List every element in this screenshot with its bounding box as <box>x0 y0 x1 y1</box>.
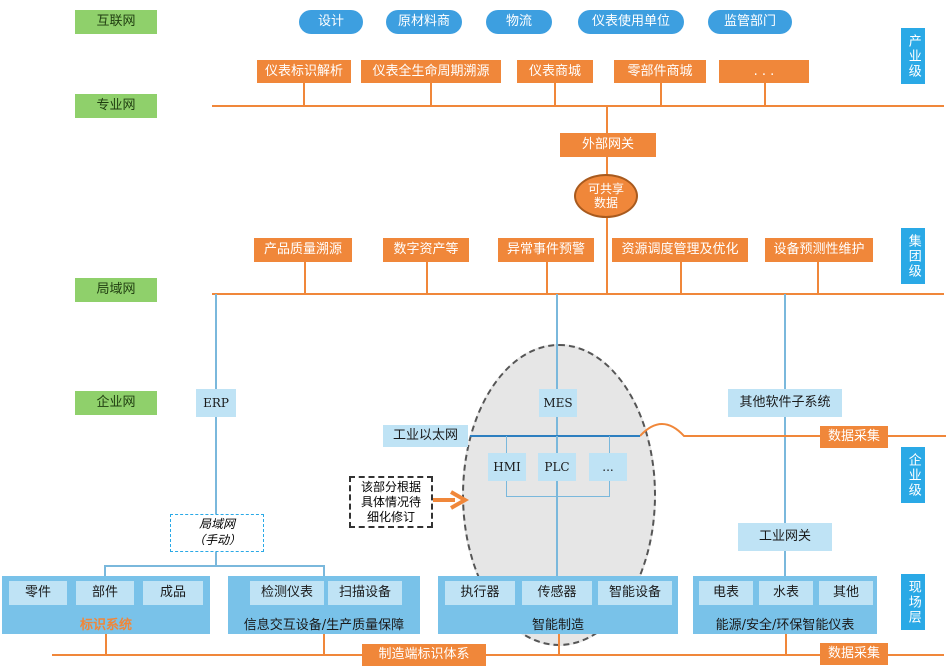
connector <box>556 294 558 390</box>
hmi-device: HMI <box>488 453 526 481</box>
tier-enterprise: 企业级 <box>901 447 925 503</box>
connector <box>215 552 217 566</box>
connector <box>554 82 556 106</box>
app-meter-id-resolution: 仪表标识解析 <box>257 60 351 83</box>
network-label-professional: 专业网 <box>75 94 157 118</box>
connector <box>817 261 819 294</box>
pill-design: 设计 <box>299 10 363 34</box>
panel-info-exchange: 检测仪表 扫描设备 信息交互设备/生产质量保障 <box>228 576 420 634</box>
connector <box>784 417 786 523</box>
pill-logistics: 物流 <box>486 10 552 34</box>
arrow-right-icon <box>433 490 469 510</box>
smart-mfg-label: 智能制造 <box>531 617 584 633</box>
pill-regulators: 监管部门 <box>708 10 792 34</box>
app-parts-mall: 零部件商城 <box>614 60 706 83</box>
connector <box>784 551 786 577</box>
connector <box>556 436 558 454</box>
connector <box>764 82 766 106</box>
network-label-enterprise: 企业网 <box>75 391 157 415</box>
connector <box>556 417 558 435</box>
info-item-test-meters: 检测仪表 <box>250 581 324 605</box>
app-predictive-maintenance: 设备预测性维护 <box>765 238 873 262</box>
energy-item-other: 其他 <box>819 581 873 605</box>
lan-manual-box: 局域网 （手动） <box>170 514 264 552</box>
connector <box>304 261 306 294</box>
energy-item-water: 水表 <box>759 581 813 605</box>
connector <box>506 481 507 497</box>
app-product-quality-trace: 产品质量溯源 <box>254 238 352 262</box>
industrial-gateway: 工业网关 <box>738 523 832 551</box>
connector <box>609 436 610 454</box>
info-exchange-label: 信息交互设备/生产质量保障 <box>243 617 405 633</box>
professional-bus-line <box>212 105 944 107</box>
app-anomaly-warning: 异常事件预警 <box>498 238 594 262</box>
revision-note: 该部分根据 具体情况待 细化修订 <box>349 476 433 528</box>
mes-system: MES <box>539 389 577 417</box>
connector <box>105 634 107 655</box>
connector <box>606 218 608 294</box>
connector <box>558 634 560 655</box>
connector <box>506 496 610 497</box>
data-collection-link <box>640 423 946 437</box>
mfg-item-sensor: 传感器 <box>522 581 592 605</box>
app-more: . . . <box>719 60 809 83</box>
manufacturing-bus-line <box>52 654 944 656</box>
network-label-internet: 互联网 <box>75 10 157 34</box>
tier-industry: 产业级 <box>901 28 925 84</box>
network-label-lan: 局域网 <box>75 278 157 302</box>
connector <box>215 417 217 515</box>
lan-bus-line <box>212 293 944 295</box>
shared-data-node: 可共享 数据 <box>574 174 638 218</box>
mfg-item-smart-device: 智能设备 <box>598 581 672 605</box>
id-item-parts: 零件 <box>9 581 67 605</box>
connector <box>785 634 787 655</box>
industrial-ethernet-label: 工业以太网 <box>383 425 468 447</box>
panel-identification: 零件 部件 成品 标识系统 <box>2 576 210 634</box>
app-resource-scheduling: 资源调度管理及优化 <box>612 238 748 262</box>
connector <box>104 565 106 577</box>
connector <box>215 294 217 390</box>
connector <box>606 157 608 175</box>
id-item-products: 成品 <box>143 581 203 605</box>
connector <box>660 82 662 106</box>
id-system-label: 标识系统 <box>79 617 132 633</box>
connector <box>784 294 786 390</box>
energy-item-electric: 电表 <box>699 581 753 605</box>
app-digital-assets: 数字资产等 <box>383 238 469 262</box>
connector <box>430 82 432 106</box>
id-item-components: 部件 <box>76 581 134 605</box>
pill-meter-users: 仪表使用单位 <box>578 10 684 34</box>
connector <box>556 481 558 577</box>
external-gateway: 外部网关 <box>560 133 656 157</box>
manufacturing-id-system: 制造端标识体系 <box>362 644 486 666</box>
connector <box>606 106 608 134</box>
connector <box>323 634 325 655</box>
info-item-scanners: 扫描设备 <box>328 581 402 605</box>
connector <box>323 565 325 577</box>
connector <box>426 261 428 294</box>
other-software-subsystem: 其他软件子系统 <box>728 389 842 417</box>
data-collection-tag: 数据采集 <box>820 426 888 448</box>
more-devices: ... <box>589 453 627 481</box>
tier-field: 现场层 <box>901 574 925 630</box>
plc-device: PLC <box>538 453 576 481</box>
mfg-item-actuator: 执行器 <box>445 581 515 605</box>
connector <box>506 436 507 454</box>
pill-raw-material: 原材料商 <box>386 10 462 34</box>
panel-smart-mfg: 执行器 传感器 智能设备 智能制造 <box>438 576 678 634</box>
connector <box>546 261 548 294</box>
energy-meters-label: 能源/安全/环保智能仪表 <box>715 617 855 633</box>
data-collection-bottom-tag: 数据采集 <box>820 643 888 665</box>
app-lifecycle-trace: 仪表全生命周期溯源 <box>361 60 501 83</box>
connector <box>303 82 305 106</box>
tier-group: 集团级 <box>901 228 925 284</box>
connector <box>609 481 610 497</box>
app-meter-mall: 仪表商城 <box>517 60 593 83</box>
industrial-ethernet-line <box>470 435 640 437</box>
erp-system: ERP <box>196 389 236 417</box>
panel-energy-meters: 电表 水表 其他 能源/安全/环保智能仪表 <box>693 576 877 634</box>
connector <box>680 261 682 294</box>
connector <box>104 565 324 567</box>
